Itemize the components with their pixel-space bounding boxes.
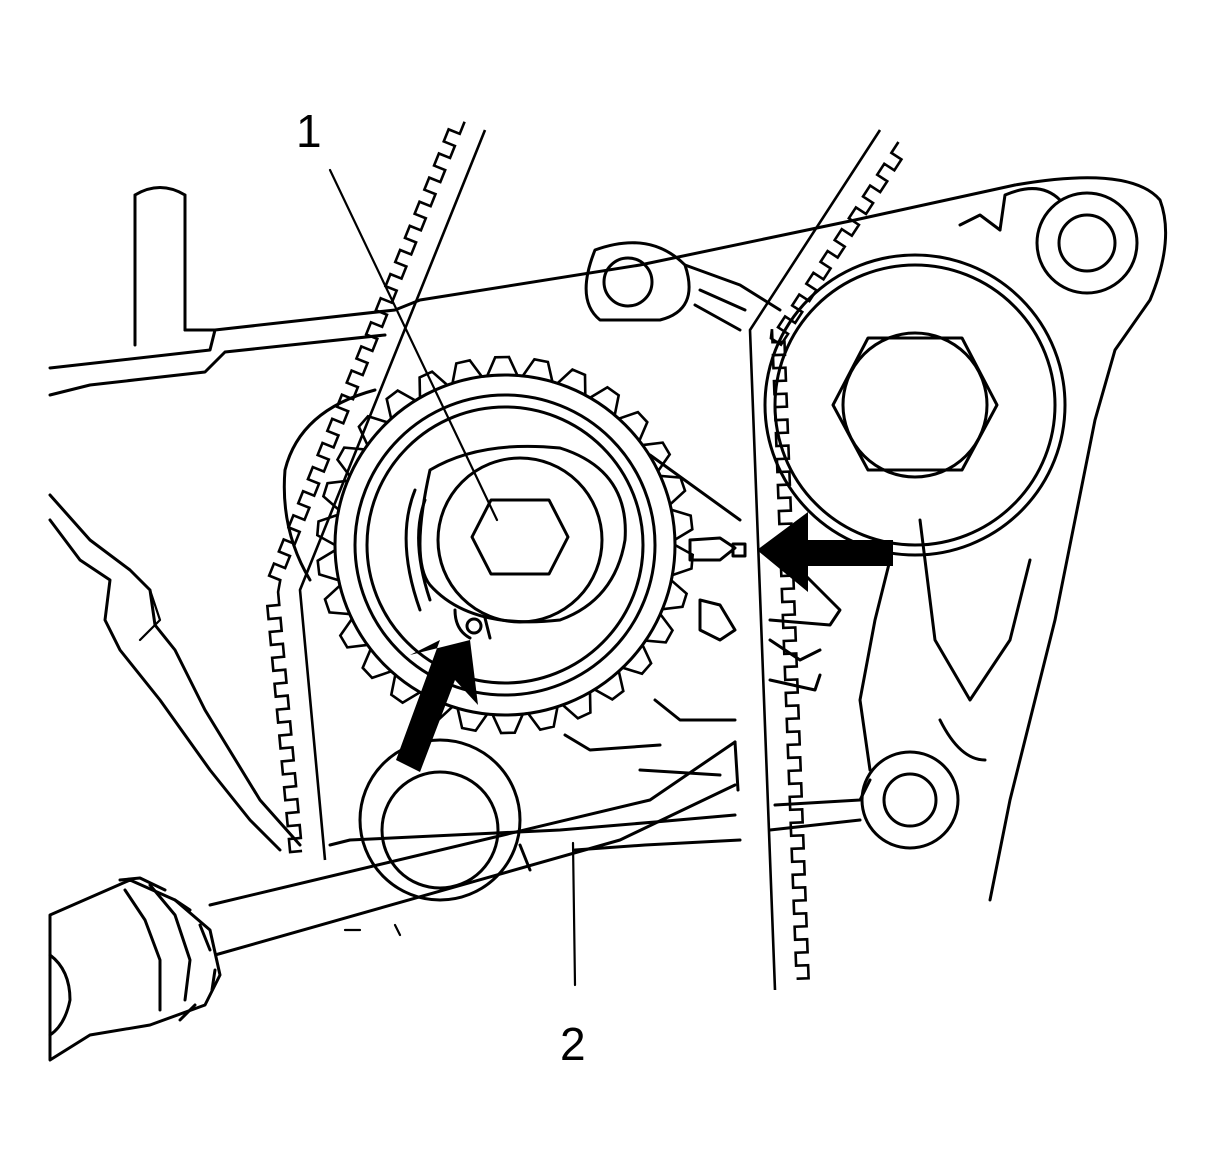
rear-idler-edge [282,388,377,582]
indicator-arrows [396,512,893,772]
upper-right-boss [958,191,1139,295]
camshaft-pulley [763,253,1067,557]
tensioner-sprocket [315,355,695,735]
callout-1-label: 1 [296,105,322,157]
upper-bolt-boss [584,241,782,332]
callout-2-leader [571,841,577,987]
bracket-details [563,568,842,777]
callout-leaders [328,168,577,987]
callout-1-leader [328,168,499,522]
arrow-alignment-mark [757,512,893,592]
screwdriver [48,740,740,1062]
lower-idler-pulley [358,738,522,902]
lower-right-boss [858,518,1032,850]
tensioner-alignment-pointer [648,453,747,642]
callout-2-label: 2 [560,1018,586,1070]
arrow-tensioner-pointer [396,640,478,772]
tensioner-eccentric-bolt [404,444,627,640]
